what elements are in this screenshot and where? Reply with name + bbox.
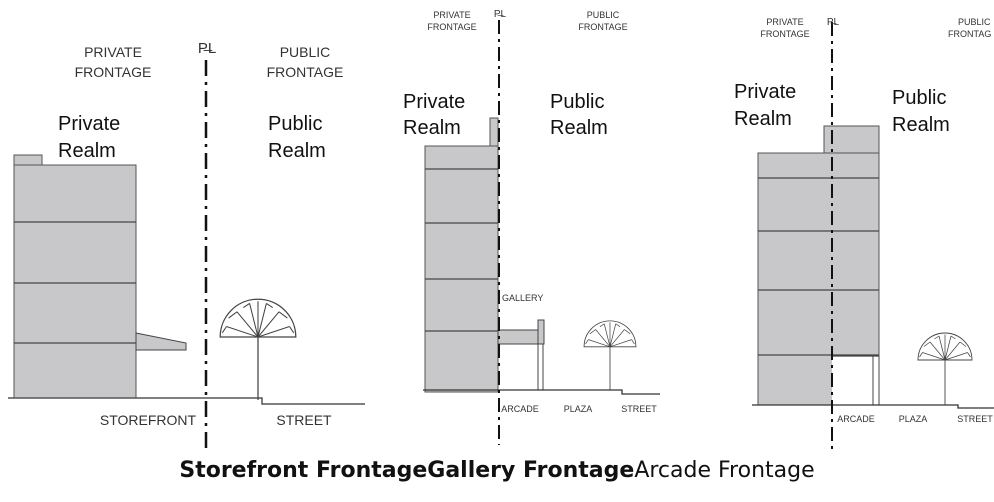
- private-frontage-label-2: FRONTAGE: [760, 29, 809, 39]
- pl-symbol: P̶L: [494, 9, 507, 20]
- ground-line: [8, 397, 365, 405]
- public-frontage-label: PUBLIC: [280, 44, 331, 60]
- private-realm-label-2: Realm: [403, 117, 461, 139]
- private-realm-label: Private: [403, 91, 465, 113]
- public-realm-label-2: Realm: [268, 140, 326, 162]
- tree: [917, 332, 973, 406]
- plaza-label: PLAZA: [564, 404, 593, 414]
- arcade-label: ARCADE: [501, 404, 539, 414]
- panel-storefront: PRIVATE FRONTAGE P̶L PUBLIC FRONTAGE Pri…: [8, 40, 365, 455]
- private-frontage-label-2: FRONTAGE: [75, 64, 152, 80]
- private-realm-label: Private: [58, 113, 120, 135]
- gallery-label: GALLERY: [502, 293, 543, 303]
- caption-storefront: Storefront Frontage: [179, 458, 428, 483]
- building-gallery: [424, 117, 545, 393]
- private-realm-label: Private: [734, 81, 796, 103]
- panel-arcade: PRIVATE FRONTAGE P̶L PUBLIC FRONTAG Priv…: [734, 17, 994, 450]
- private-realm-label-2: Realm: [58, 140, 116, 162]
- public-realm-label-2: Realm: [892, 114, 950, 136]
- private-frontage-label: PRIVATE: [84, 44, 142, 60]
- public-frontage-label: PUBLIC: [587, 10, 620, 20]
- street-label: STREET: [276, 412, 332, 428]
- public-realm-label: Public: [550, 91, 604, 113]
- public-frontage-label: PUBLIC: [958, 17, 991, 27]
- frontage-diagrams: PRIVATE FRONTAGE P̶L PUBLIC FRONTAGE Pri…: [8, 9, 994, 455]
- figure-caption: Storefront FrontageGallery FrontageArcad…: [0, 458, 994, 483]
- caption-gallery: Gallery Frontage: [427, 458, 635, 483]
- private-realm-label-2: Realm: [734, 108, 792, 130]
- pl-symbol: P̶L: [827, 17, 840, 28]
- caption-arcade: Arcade Frontage: [634, 458, 815, 483]
- arcade-label: ARCADE: [837, 414, 875, 424]
- ground-line: [752, 404, 994, 409]
- private-frontage-label: PRIVATE: [433, 10, 470, 20]
- tree: [219, 298, 297, 401]
- public-realm-label-2: Realm: [550, 117, 608, 139]
- ground-line: [423, 389, 660, 395]
- private-frontage-label: PRIVATE: [766, 17, 803, 27]
- public-frontage-label-2: FRONTAGE: [578, 22, 627, 32]
- tree: [583, 320, 637, 391]
- pl-symbol: P̶L: [198, 40, 216, 57]
- panel-gallery: PRIVATE FRONTAGE P̶L PUBLIC FRONTAGE Pri…: [403, 9, 660, 445]
- public-realm-label: Public: [892, 87, 946, 109]
- public-frontage-label-2: FRONTAG: [948, 29, 991, 39]
- public-realm-label: Public: [268, 113, 322, 135]
- plaza-label: PLAZA: [899, 414, 928, 424]
- street-label: STREET: [621, 404, 657, 414]
- public-frontage-label-2: FRONTAGE: [267, 64, 344, 80]
- private-frontage-label-2: FRONTAGE: [427, 22, 476, 32]
- street-label: STREET: [957, 414, 993, 424]
- building-arcade: [757, 125, 880, 406]
- storefront-label: STOREFRONT: [100, 412, 197, 428]
- building-storefront: [13, 154, 187, 399]
